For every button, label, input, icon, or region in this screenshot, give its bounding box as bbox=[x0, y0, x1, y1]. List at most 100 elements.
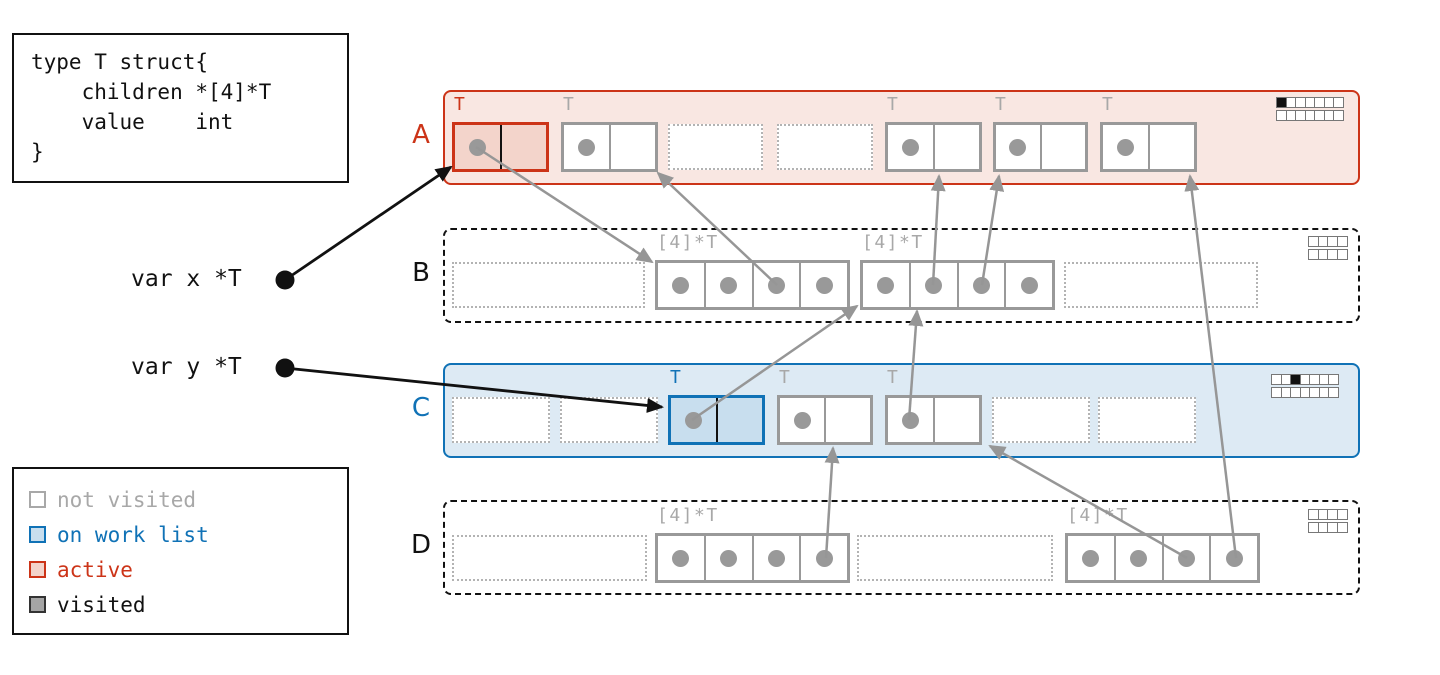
legend-item-visited: visited bbox=[29, 587, 347, 622]
span-C-type-label-3: T bbox=[887, 367, 900, 388]
object-cell bbox=[611, 125, 656, 169]
object-cell bbox=[801, 536, 847, 580]
object-cell bbox=[888, 398, 935, 442]
bitmap-row bbox=[1308, 509, 1348, 520]
object-cell bbox=[1211, 536, 1257, 580]
span-A-type-label-2: T bbox=[563, 94, 576, 115]
object-cell bbox=[718, 398, 763, 442]
pointer-dot bbox=[1177, 549, 1195, 567]
object-cell bbox=[780, 398, 826, 442]
object-cell bbox=[1068, 536, 1116, 580]
pointer-dot bbox=[1020, 276, 1038, 294]
object-cell bbox=[706, 536, 754, 580]
legend-label-worklist: on work list bbox=[57, 522, 209, 547]
object-cell bbox=[658, 263, 706, 307]
pointer-dot bbox=[720, 276, 738, 294]
pointer-dot bbox=[925, 276, 943, 294]
pointer-dot bbox=[793, 411, 811, 429]
span-D-type-label-2: [4]*T bbox=[1067, 505, 1129, 526]
span-C-type-label-2: T bbox=[779, 367, 792, 388]
bitmap-row bbox=[1276, 110, 1344, 121]
pointer-dot bbox=[901, 411, 919, 429]
code-line: } bbox=[31, 140, 44, 164]
var-declaration-label: var x *T bbox=[131, 266, 242, 292]
bitmap-row bbox=[1271, 374, 1339, 385]
span-B-array-2 bbox=[860, 260, 1055, 310]
object-cell bbox=[1006, 263, 1052, 307]
object-cell bbox=[502, 125, 547, 169]
pointer-dot bbox=[672, 276, 690, 294]
span-B-alloc-bitmap-icon bbox=[1308, 236, 1348, 262]
type-declaration-box: type T struct{ children *[4]*T value int… bbox=[12, 33, 349, 183]
legend-swatch-worklist bbox=[29, 526, 46, 543]
pointer-dot bbox=[468, 138, 486, 156]
code-line: children *[4]*T bbox=[31, 80, 272, 104]
bitmap-cell bbox=[1328, 374, 1339, 385]
span-A-struct-3 bbox=[885, 122, 982, 172]
span-A-type-label-1: T bbox=[454, 94, 467, 115]
object-cell bbox=[888, 125, 935, 169]
span-C-struct-2 bbox=[777, 395, 873, 445]
span-B-label: B bbox=[412, 257, 430, 288]
bitmap-row bbox=[1276, 97, 1344, 108]
span-B-free-slot-1 bbox=[452, 262, 645, 308]
pointer-dot bbox=[877, 276, 895, 294]
span-C-free-slot-3 bbox=[992, 397, 1090, 443]
object-cell bbox=[863, 263, 911, 307]
code-line: type T struct{ bbox=[31, 50, 209, 74]
pointer-dot bbox=[1225, 549, 1243, 567]
span-A-free-slot-1 bbox=[668, 124, 763, 170]
bitmap-cell bbox=[1328, 387, 1339, 398]
span-D-type-label-1: [4]*T bbox=[657, 505, 719, 526]
span-D-label: D bbox=[410, 529, 432, 560]
span-A-label: A bbox=[412, 119, 430, 150]
pointer-dot bbox=[1009, 138, 1027, 156]
object-cell bbox=[911, 263, 959, 307]
span-C-alloc-bitmap-icon bbox=[1271, 374, 1339, 400]
pointer-dot bbox=[1116, 138, 1134, 156]
bitmap-cell bbox=[1333, 97, 1344, 108]
span-D-alloc-bitmap-icon bbox=[1308, 509, 1348, 535]
legend-swatch-active bbox=[29, 561, 46, 578]
object-cell bbox=[1150, 125, 1195, 169]
pointer-dot bbox=[767, 276, 785, 294]
object-cell bbox=[801, 263, 847, 307]
span-C-free-slot-4 bbox=[1098, 397, 1196, 443]
object-cell bbox=[1164, 536, 1212, 580]
span-B-free-slot-2 bbox=[1064, 262, 1258, 308]
var-pointer-dot bbox=[275, 358, 295, 378]
bitmap-cell bbox=[1336, 249, 1348, 260]
span-A-free-slot-2 bbox=[777, 124, 873, 170]
object-cell bbox=[826, 398, 870, 442]
bitmap-row bbox=[1308, 522, 1348, 533]
legend-item-worklist: on work list bbox=[29, 517, 347, 552]
object-cell bbox=[1042, 125, 1086, 169]
legend-label-visited: visited bbox=[57, 592, 146, 617]
span-B-type-label-1: [4]*T bbox=[657, 232, 719, 253]
bitmap-cell bbox=[1336, 509, 1348, 520]
pointer-dot bbox=[767, 549, 785, 567]
pointer-dot bbox=[972, 276, 990, 294]
legend-label-active: active bbox=[57, 557, 133, 582]
span-D-array-1 bbox=[655, 533, 850, 583]
bitmap-cell bbox=[1336, 522, 1348, 533]
object-cell bbox=[754, 263, 802, 307]
object-cell bbox=[754, 536, 802, 580]
span-C-free-slot-2 bbox=[560, 397, 658, 443]
span-C-struct-1 bbox=[668, 395, 765, 445]
span-D-free-slot-2 bbox=[857, 535, 1053, 581]
object-cell bbox=[1103, 125, 1150, 169]
span-A-type-label-5: T bbox=[1102, 94, 1115, 115]
pointer-dot bbox=[1082, 549, 1100, 567]
span-C-label: C bbox=[411, 392, 431, 423]
legend-box: not visited on work list active visited bbox=[12, 467, 349, 635]
pointer-dot bbox=[577, 138, 595, 156]
span-C-type-label-1: T bbox=[670, 367, 683, 388]
span-C-free-slot-1 bbox=[452, 397, 550, 443]
object-cell bbox=[935, 398, 980, 442]
legend-label-not_visited: not visited bbox=[57, 487, 197, 512]
pointer-dot bbox=[672, 549, 690, 567]
span-C-struct-3 bbox=[885, 395, 982, 445]
span-D-free-slot-1 bbox=[452, 535, 647, 581]
